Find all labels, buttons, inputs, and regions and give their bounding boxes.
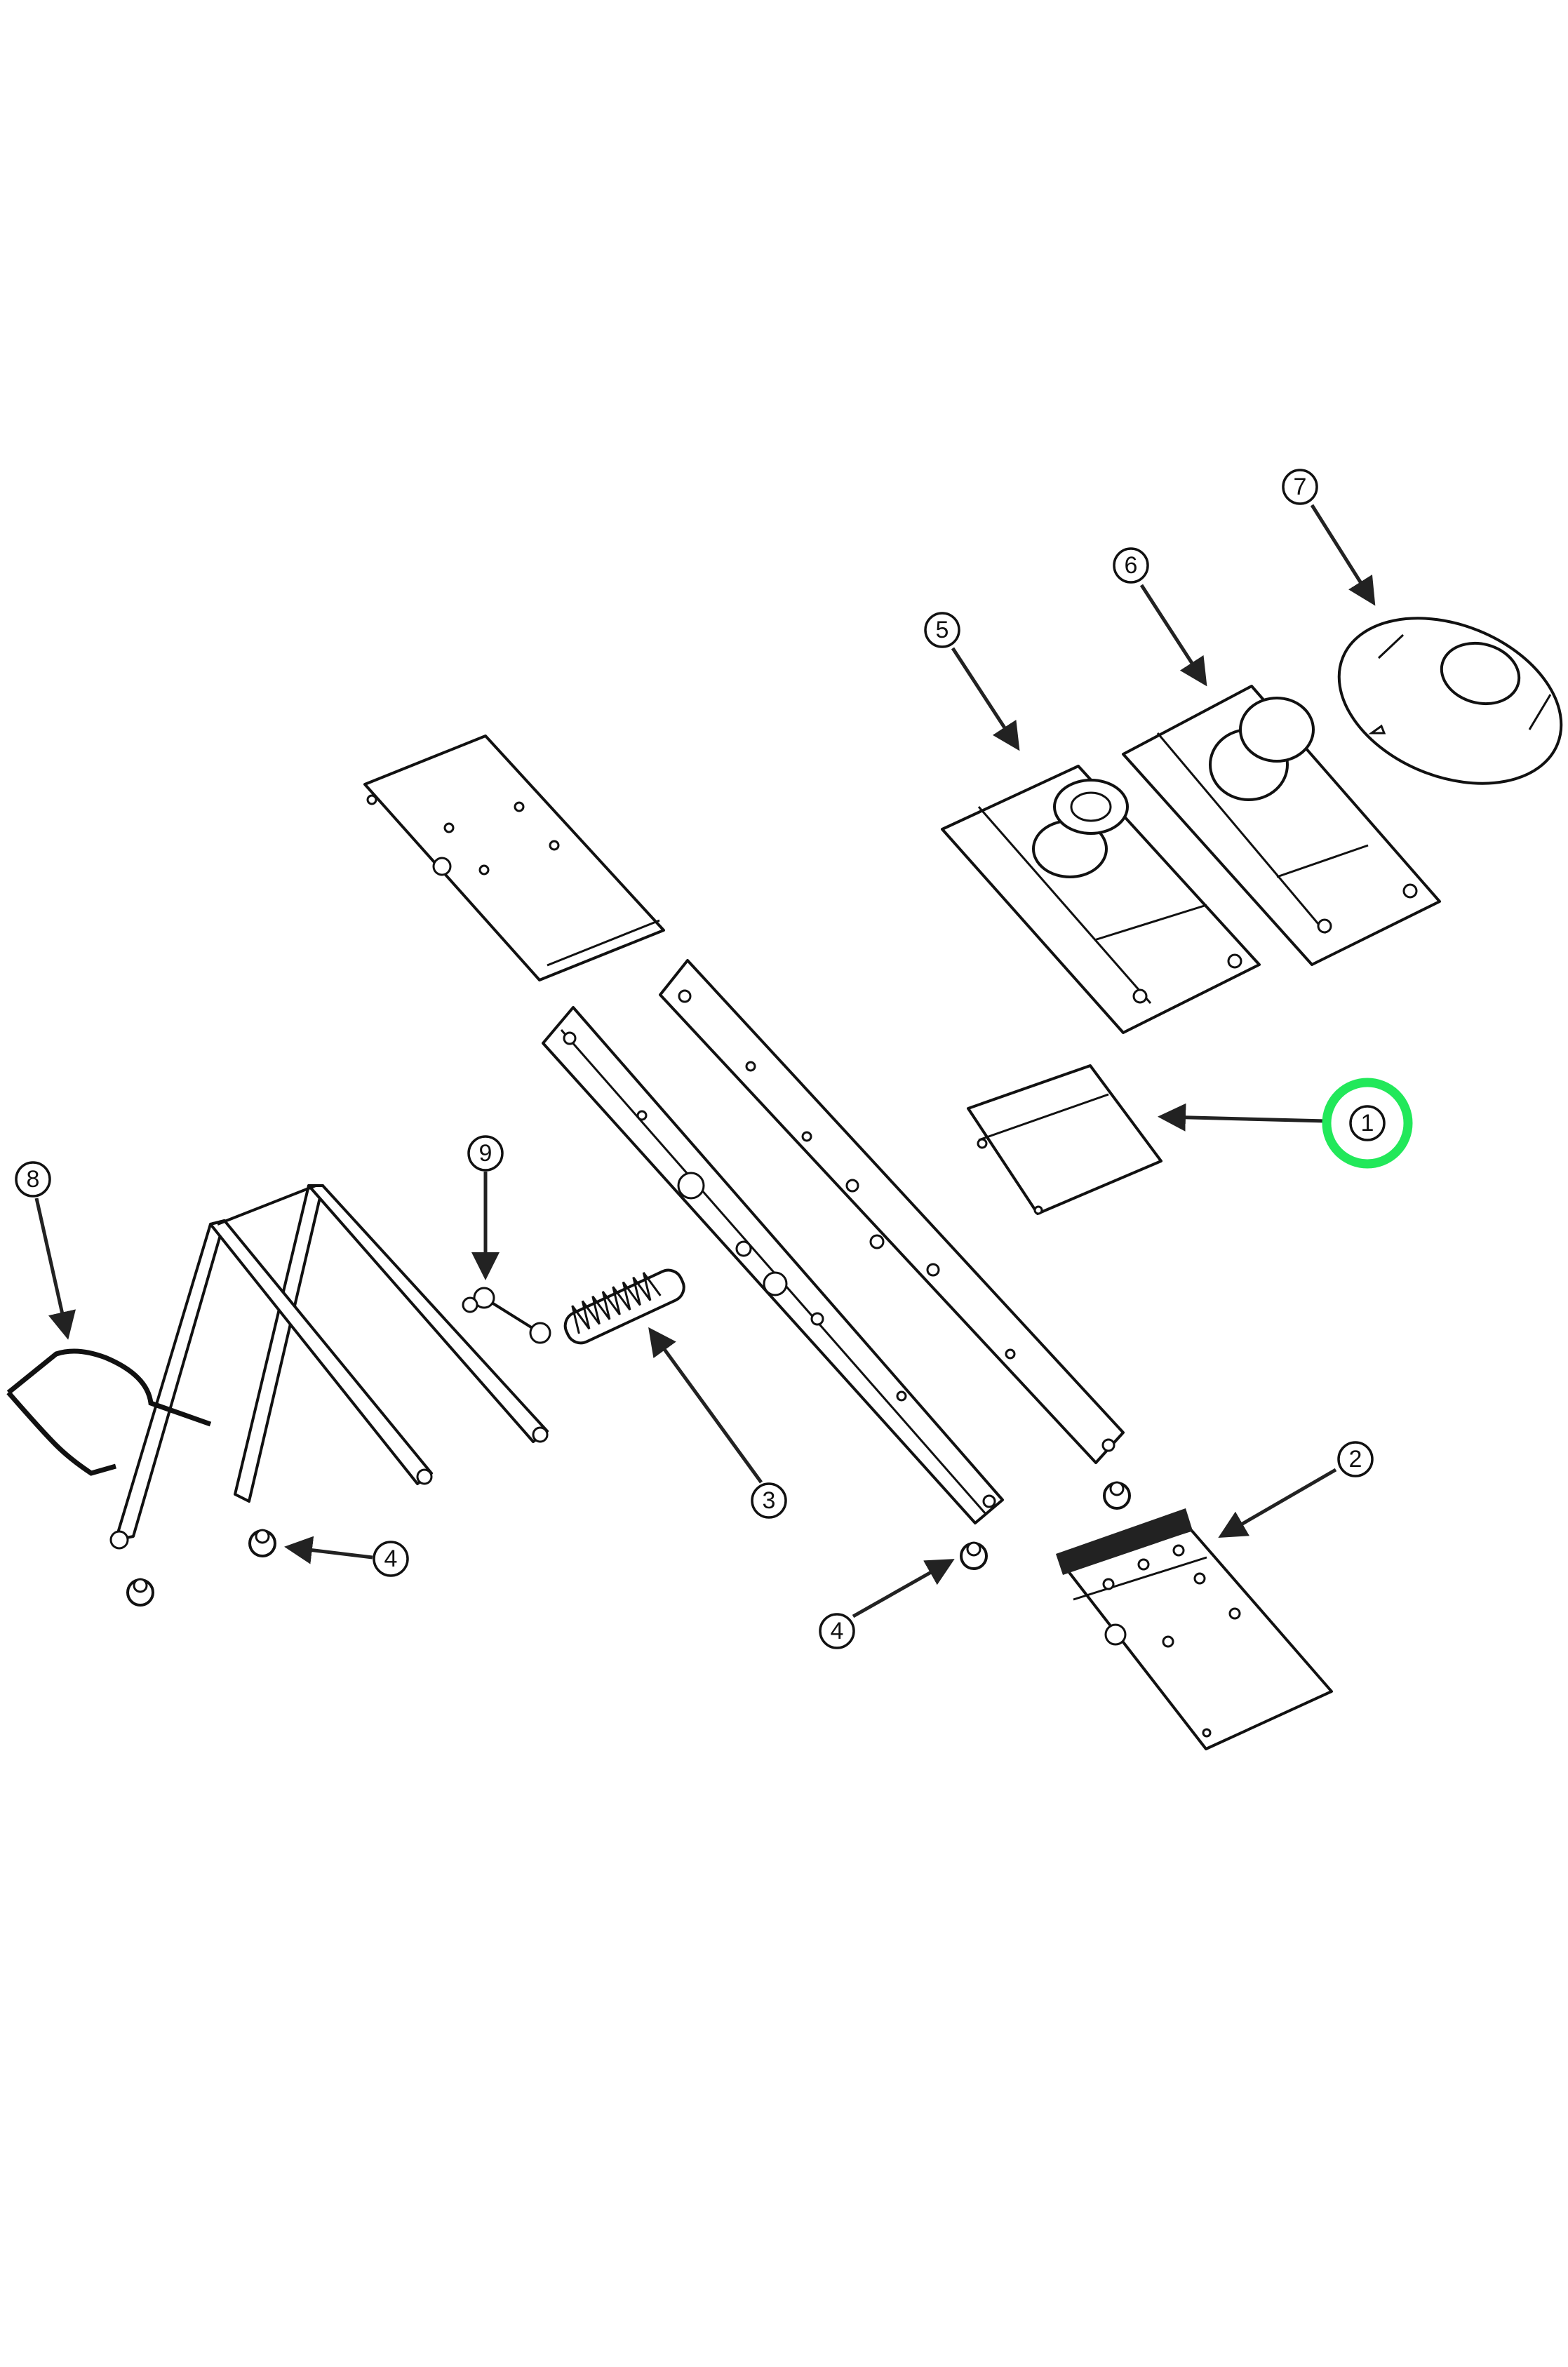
part-8-frame <box>6 1184 549 1550</box>
callout-3[interactable]: 3 <box>751 1482 787 1519</box>
svg-text:4: 4 <box>831 1618 844 1644</box>
svg-text:2: 2 <box>1349 1446 1362 1473</box>
part-3-spring <box>563 1268 685 1345</box>
callout-9[interactable]: 9 <box>467 1135 504 1172</box>
svg-text:5: 5 <box>936 617 949 643</box>
svg-text:1: 1 <box>1361 1110 1374 1136</box>
svg-text:6: 6 <box>1125 552 1138 579</box>
callout-1[interactable]: 1 <box>1322 1078 1413 1169</box>
rail-left <box>542 1006 1004 1524</box>
part-5-tray <box>941 765 1261 1034</box>
svg-text:7: 7 <box>1294 474 1307 500</box>
part-2-plate <box>1056 1508 1333 1750</box>
part-9-link <box>462 1287 551 1344</box>
callout-5[interactable]: 5 <box>924 612 960 648</box>
rail-right <box>659 959 1125 1464</box>
nuts <box>126 1481 1131 1607</box>
svg-text:8: 8 <box>27 1166 40 1193</box>
callout-arrows <box>34 504 1376 1618</box>
svg-text:9: 9 <box>479 1140 492 1167</box>
callout-7[interactable]: 7 <box>1282 469 1318 505</box>
callout-6[interactable]: 6 <box>1113 547 1149 584</box>
callout-2[interactable]: 2 <box>1337 1441 1374 1477</box>
part-1-bracket <box>967 1064 1162 1215</box>
callout-4-right[interactable]: 4 <box>819 1613 855 1649</box>
part-7-cover <box>1337 617 1563 785</box>
callout-4-left[interactable]: 4 <box>373 1541 409 1577</box>
top-plate <box>363 735 665 981</box>
callout-8[interactable]: 8 <box>15 1161 51 1198</box>
svg-text:3: 3 <box>763 1487 776 1514</box>
part-6-tray <box>1122 685 1441 966</box>
svg-text:4: 4 <box>384 1545 398 1572</box>
